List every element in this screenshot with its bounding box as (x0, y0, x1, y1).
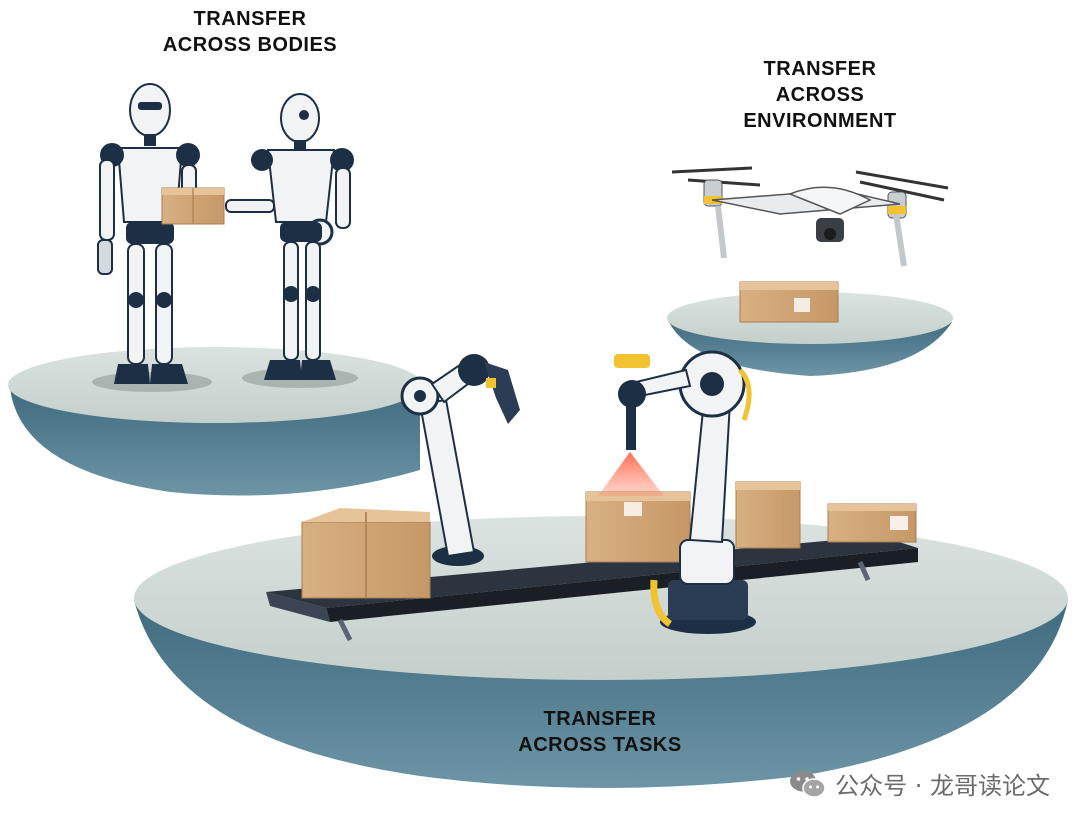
label-transfer-across-bodies: TRANSFER ACROSS BODIES (120, 6, 380, 58)
wechat-icon (790, 770, 826, 798)
label-tasks-line-1: TRANSFER (543, 708, 657, 730)
label-tasks-line-2: ACROSS TASKS (518, 734, 682, 756)
robot-arm-left (400, 354, 520, 566)
label-env-line-3: ENVIRONMENT (743, 110, 897, 132)
label-env-line-1: TRANSFER (763, 58, 877, 80)
handoff-box (161, 187, 225, 225)
parcel-box-3 (735, 481, 801, 549)
parcel-box-environment (739, 281, 839, 323)
platform-bodies (8, 347, 422, 496)
label-env-line-2: ACROSS (775, 84, 865, 106)
parcel-box-1 (301, 508, 431, 599)
parcel-box-2 (585, 491, 691, 563)
parcel-box-4 (827, 503, 917, 543)
label-bodies-line-2: ACROSS BODIES (162, 34, 338, 56)
label-transfer-across-environment: TRANSFER ACROSS ENVIRONMENT (690, 56, 950, 134)
watermark: 公众号 · 龙哥读论文 (789, 766, 1050, 801)
robot-arm-right (614, 350, 756, 634)
scanner-beam (598, 452, 664, 496)
watermark-text: 公众号 · 龙哥读论文 (835, 772, 1050, 800)
drone (671, 166, 949, 267)
humanoid-robot-left (97, 83, 200, 384)
label-transfer-across-tasks: TRANSFER ACROSS TASKS (470, 706, 730, 758)
humanoid-robot-right (225, 93, 354, 380)
label-bodies-line-1: TRANSFER (193, 8, 307, 30)
